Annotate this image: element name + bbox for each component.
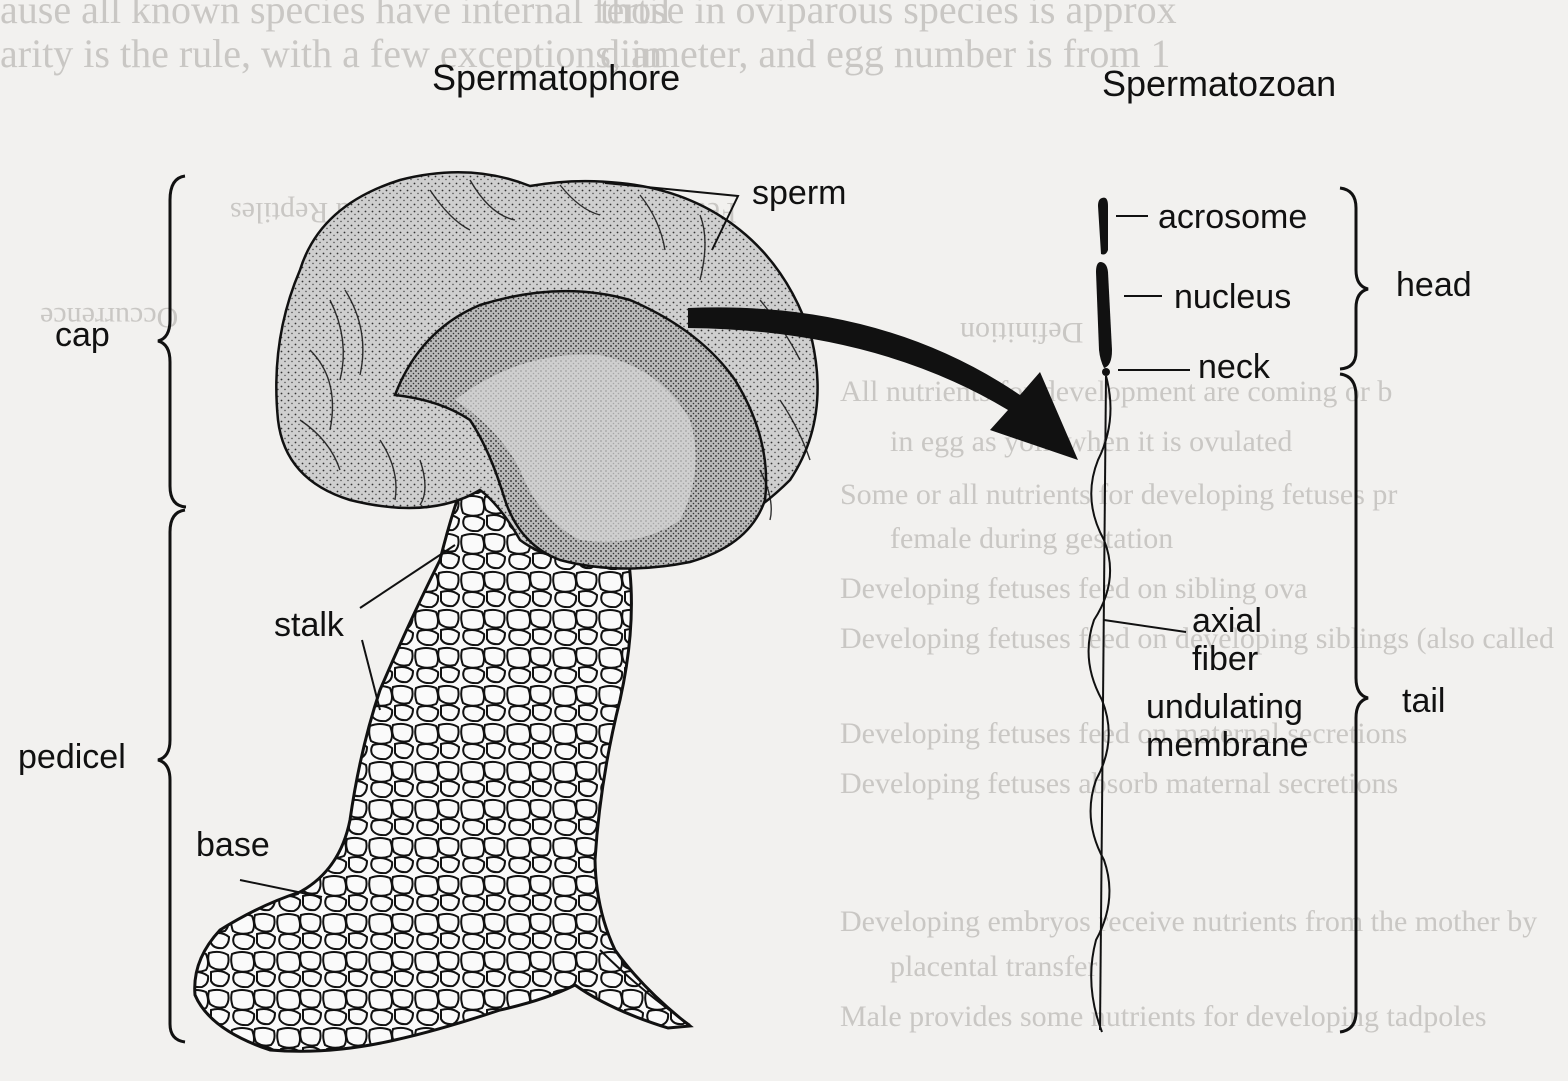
bleed-line: diameter, and egg number is from 1: [600, 31, 1171, 76]
bleed-line: arity is the rule, with a few exceptions…: [0, 31, 663, 76]
bleed-line: placental transfer: [890, 950, 1098, 983]
base-label: base: [196, 826, 270, 864]
connector-arrow: [688, 307, 1078, 460]
pedicel-body: [193, 445, 694, 1053]
bleed-line: Male provides some nutrients for develop…: [840, 1000, 1487, 1033]
cap-bracket: [157, 174, 187, 509]
cap-label: cap: [55, 316, 110, 354]
bleed-line: Developing embryos receive nutrients fro…: [840, 905, 1538, 938]
axial-fiber-leader: [1103, 619, 1187, 633]
head-bracket: [1339, 186, 1369, 371]
stalk-label: stalk: [274, 606, 344, 644]
undulating-membrane-label: undulating membrane: [1146, 688, 1309, 765]
bleed-line: those in oviparous species is approx: [600, 0, 1177, 32]
nucleus-shape: [1096, 262, 1112, 368]
axial-fiber-label: axial fiber: [1192, 602, 1262, 679]
acrosome-label: acrosome: [1158, 198, 1308, 236]
tail-label: tail: [1402, 682, 1446, 720]
bleed-line: ause all known species have internal fer…: [0, 0, 671, 32]
bleed-line: Developing fetuses feed on sibling ova: [840, 572, 1308, 605]
bleed-line: Developing fetuses absorb maternal secre…: [840, 767, 1399, 800]
bleed-line: Developing fetuses feed on developing si…: [840, 622, 1554, 655]
tail-bracket: [1339, 372, 1369, 1034]
neck-shape: [1102, 368, 1110, 376]
sperm-leader: [604, 182, 740, 251]
stalk-leader: [359, 544, 456, 609]
neck-label: neck: [1198, 348, 1270, 386]
tail-undulating-membrane: [1087, 375, 1112, 1033]
spermatophore-title: Spermatophore: [432, 57, 681, 98]
base-leader: [239, 879, 323, 898]
pedicel-label: pedicel: [18, 738, 126, 776]
stalk-leader-2: [361, 639, 381, 711]
sperm-label: sperm: [752, 174, 847, 212]
bleed-line: in egg as yolk when it is ovulated: [890, 425, 1293, 458]
pedicel-bracket: [157, 508, 186, 1044]
spermatozoan-title: Spermatozoan: [1102, 63, 1337, 104]
bleed-line: All nutrients for development are coming…: [840, 375, 1393, 408]
acrosome-shape: [1098, 197, 1108, 255]
nucleus-label: nucleus: [1174, 278, 1292, 316]
bleed-line: Some or all nutrients for developing fet…: [840, 478, 1398, 511]
bleed-line: female during gestation: [890, 522, 1174, 555]
bleed-line: Developing fetuses feed on maternal secr…: [840, 717, 1408, 750]
head-label: head: [1396, 266, 1472, 304]
